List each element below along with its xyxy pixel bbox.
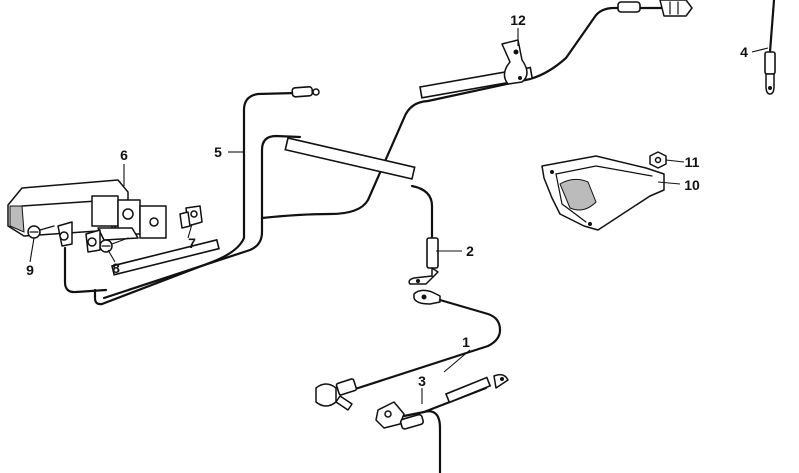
- callout-7: 7: [188, 235, 196, 251]
- callout-6: 6: [120, 147, 128, 163]
- clip-7: [179, 205, 203, 229]
- cable-5: [63, 86, 320, 306]
- callout-8: 8: [112, 260, 120, 276]
- ring-terminal-left: [57, 221, 73, 247]
- cover-plate-10: [541, 155, 665, 231]
- screw-8: [85, 229, 129, 253]
- cable-4: [764, 0, 776, 95]
- callout-10: 10: [684, 177, 700, 193]
- callout-9: 9: [26, 262, 34, 278]
- callout-3: 3: [418, 373, 426, 389]
- cable-1: [315, 289, 502, 411]
- callout-4: 4: [740, 44, 748, 60]
- callout-labels: 1 2 3 4 5 6 7 8 9 10 11 12: [26, 12, 748, 389]
- screw-9: [27, 225, 55, 239]
- callout-12: 12: [510, 12, 526, 28]
- main-cable: [260, 6, 666, 285]
- callout-5: 5: [214, 144, 222, 160]
- relay-box-6: [7, 179, 167, 241]
- callout-11: 11: [685, 154, 700, 170]
- callout-2: 2: [466, 243, 474, 259]
- callout-1: 1: [462, 334, 470, 350]
- nut-11: [649, 151, 667, 169]
- clip-12: [501, 39, 528, 85]
- leader-lines: [29, 28, 769, 404]
- cable-3: [375, 373, 509, 473]
- top-connector: [617, 0, 693, 17]
